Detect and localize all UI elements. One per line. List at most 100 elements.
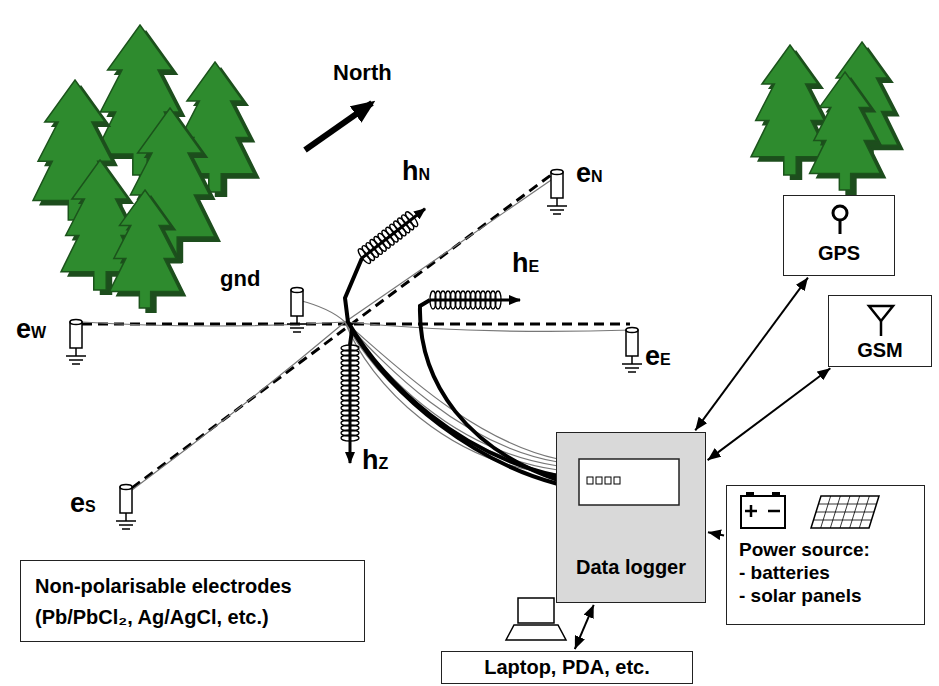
north-label: North <box>333 62 392 84</box>
north-arrow <box>305 103 372 150</box>
node-text: - solar panels <box>739 584 914 607</box>
ground-symbol <box>622 363 642 365</box>
ground-label: gnd <box>220 268 260 290</box>
logger-display <box>605 477 611 484</box>
electrode-top <box>291 288 303 293</box>
power-source-box: Power source:- batteries- solar panels <box>726 485 925 625</box>
ground-symbol <box>125 513 127 521</box>
electrode <box>287 288 307 333</box>
ground-symbol <box>66 355 86 357</box>
gps-symbol <box>833 206 847 220</box>
ground-symbol <box>290 327 304 329</box>
node-text: Laptop, PDA, etc. <box>450 655 684 680</box>
ground-symbol <box>556 198 558 206</box>
ground-symbol <box>122 528 130 530</box>
electrode-wire <box>345 322 632 331</box>
gsm-box: GSM <box>828 295 932 367</box>
ground-symbol <box>625 367 639 369</box>
battery-terminal <box>746 492 754 496</box>
electrode-label: eE <box>645 343 671 370</box>
ground-symbol <box>116 520 136 522</box>
connector-arrow <box>708 532 724 535</box>
tree <box>810 72 881 190</box>
sensor-cable <box>420 300 558 480</box>
electrodes-box: Non-polarisable electrodes(Pb/PbCl₂, Ag/… <box>20 560 365 642</box>
tree <box>751 45 829 175</box>
electrode <box>622 328 642 373</box>
laptop-base <box>506 625 566 640</box>
coil-axis <box>349 345 352 463</box>
electrode-top <box>551 170 563 175</box>
logger-display <box>614 477 620 484</box>
electrode-wire <box>345 322 558 474</box>
solar-grid <box>816 512 874 513</box>
ground-symbol <box>287 323 307 325</box>
ground-symbol <box>628 371 636 373</box>
sensor-cable <box>350 330 558 484</box>
logger-display <box>587 477 593 484</box>
electrode-top <box>626 328 638 333</box>
node-text: GPS <box>788 240 890 266</box>
electrode-body <box>70 322 82 348</box>
solar-grid <box>814 520 872 521</box>
ground-symbol <box>296 316 298 324</box>
coil-winding <box>495 291 501 309</box>
node-text: Data logger <box>563 555 699 579</box>
logger-display <box>596 477 602 484</box>
electrode-body <box>120 487 132 513</box>
antenna-symbol <box>880 321 883 336</box>
logger-device <box>579 459 679 505</box>
coil-label: hZ <box>362 447 388 474</box>
battery-plus <box>745 510 757 513</box>
node-text: Power source: <box>739 538 914 561</box>
ground-symbol <box>293 331 301 333</box>
electrode-wire <box>345 322 558 459</box>
ground-symbol <box>119 524 133 526</box>
ground-symbol <box>631 356 633 364</box>
electrode-body <box>291 290 303 316</box>
electrode-wire <box>298 300 345 322</box>
tree <box>110 190 181 308</box>
electrode-wire <box>345 322 558 466</box>
ground-symbol <box>72 363 80 365</box>
coil-label: hN <box>402 158 430 185</box>
electrode-wire <box>132 322 345 490</box>
node-text: - batteries <box>739 561 914 584</box>
coil-winding <box>404 210 420 228</box>
induction-coil <box>430 291 520 309</box>
electrode-label: eW <box>16 316 46 343</box>
solar-grid <box>819 504 877 505</box>
electrode-label: eS <box>70 490 96 517</box>
laptop-box: Laptop, PDA, etc. <box>441 651 693 684</box>
induction-coil <box>356 202 430 265</box>
electrode-wire <box>345 322 558 462</box>
battery-terminal <box>772 492 780 496</box>
connector-arrow <box>695 278 808 431</box>
electrode <box>66 320 86 365</box>
induction-coil <box>341 345 359 463</box>
ground-symbol <box>553 213 561 215</box>
electrode-top <box>70 320 82 325</box>
electrode-body <box>551 172 563 198</box>
battery-minus <box>768 510 780 513</box>
battery-symbol <box>741 496 785 528</box>
antenna-symbol <box>869 306 893 321</box>
node-text: GSM <box>833 338 927 362</box>
electrode <box>116 485 136 530</box>
node-text: (Pb/PbCl₂, Ag/AgCl, etc.) <box>35 602 352 633</box>
solar-panel <box>811 496 879 528</box>
electrode-wire <box>345 176 557 322</box>
gps-box: GPS <box>783 195 895 276</box>
electrode-wire <box>82 322 345 326</box>
coil-axis <box>362 209 425 258</box>
electrode-label: eN <box>576 160 603 187</box>
data-logger-box: Data logger <box>556 432 706 603</box>
ground-symbol <box>547 205 567 207</box>
connector-arrow <box>708 368 831 460</box>
coil-label: hE <box>512 250 539 277</box>
laptop-screen <box>518 598 554 623</box>
electrode-top <box>120 485 132 490</box>
node-text: Non-polarisable electrodes <box>35 571 352 602</box>
ground-symbol <box>69 359 83 361</box>
